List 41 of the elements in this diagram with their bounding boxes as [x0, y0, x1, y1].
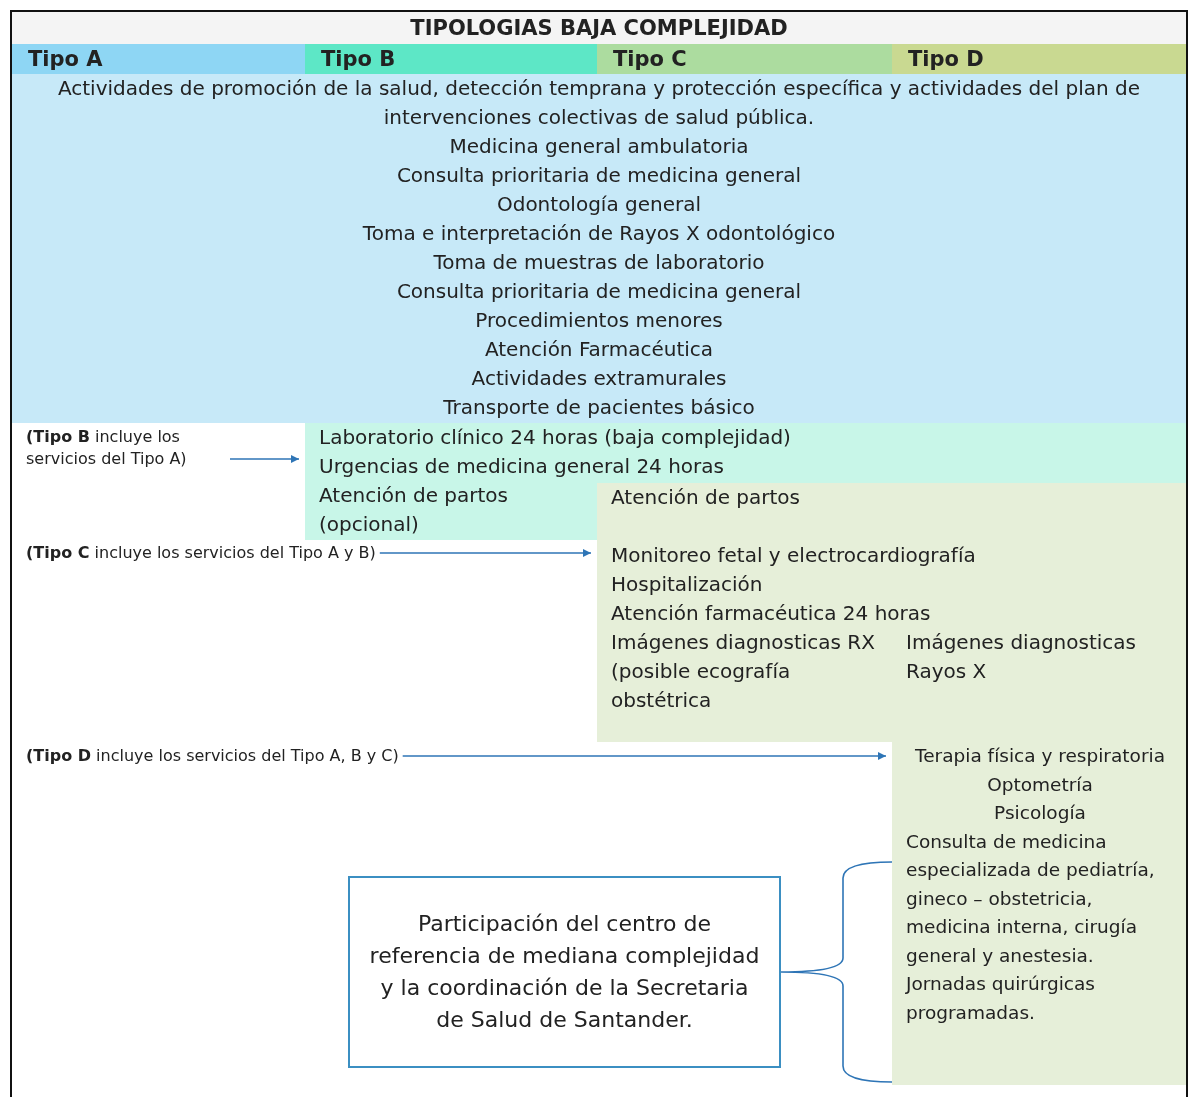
service-item: Imágenes diagnosticas Rayos X [905, 629, 1137, 685]
service-item: Jornadas quirúrgicas programadas. [906, 972, 1096, 1025]
services-panel [597, 483, 1186, 742]
service-item: Transporte de pacientes básico [442, 394, 756, 421]
note-text: (Tipo C incluye los servicios del Tipo A y B) [26, 542, 376, 564]
arrow [401, 752, 887, 760]
service-item: Optometría [986, 772, 1094, 797]
service-item: Hospitalización [610, 571, 764, 598]
service-item: Consulta prioritaria de medicina general [395, 162, 803, 189]
services-panel [892, 742, 1186, 1085]
service-item: Toma e interpretación de Rayos X odontológico [361, 220, 837, 247]
column-header: Tipo B [305, 44, 597, 74]
service-item: Procedimientos menores [474, 307, 724, 334]
arrow [229, 455, 300, 463]
column-header: Tipo D [892, 44, 1186, 74]
curly-brace [780, 861, 893, 1083]
service-item: Consulta prioritaria de medicina general [395, 278, 803, 305]
service-item: Atención farmacéutica 24 horas [610, 600, 932, 627]
service-item: Atención de partos (opcional) [318, 482, 509, 538]
service-item: Laboratorio clínico 24 horas (baja complejidad) [318, 424, 792, 451]
table-title: TIPOLOGIAS BAJA COMPLEJIDAD [12, 12, 1186, 45]
service-item: Consulta de medicina especializada de pediatría, gineco – obstetricia, medicina interna, cirugía general y anestesia. [906, 829, 1156, 968]
note-text: (Tipo D incluye los servicios del Tipo A, B y C) [26, 745, 399, 767]
service-item: Terapia física y respiratoria [914, 744, 1166, 768]
service-item: Atención Farmacéutica [483, 336, 715, 363]
service-item: Monitoreo fetal y electrocardiografía [610, 542, 977, 569]
column-header: Tipo A [12, 44, 305, 74]
services-panel [12, 74, 1186, 423]
column-header: Tipo C [597, 44, 892, 74]
arrow [379, 549, 592, 557]
service-item: Imágenes diagnosticas RX (posible ecografía obstétrica [610, 629, 876, 714]
service-item: Urgencias de medicina general 24 horas [318, 453, 725, 480]
service-item: Psicología [993, 801, 1087, 825]
note-box: Participación del centro de referencia de mediana complejidad y la coordinación de la Secretaria de Salud de Santander. [348, 876, 781, 1068]
service-item: Toma de muestras de laboratorio [432, 249, 766, 276]
service-item: Actividades de promoción de la salud, detección temprana y protección específica y actividades del plan de intervenciones colectivas de salud pública. [56, 75, 1142, 131]
service-item: Medicina general ambulatoria [448, 133, 750, 160]
service-item: Odontología general [495, 191, 703, 218]
service-item: Actividades extramurales [470, 365, 728, 392]
service-item: Atención de partos [610, 484, 801, 511]
note-text: (Tipo B incluye los servicios del Tipo A) [26, 426, 226, 470]
